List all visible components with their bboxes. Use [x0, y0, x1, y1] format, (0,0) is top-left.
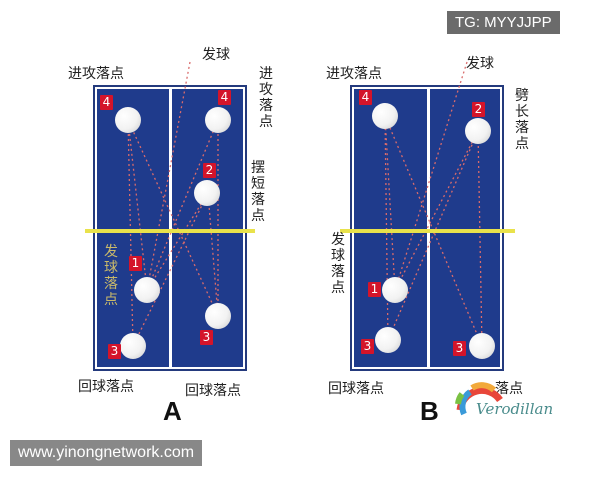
watermark-top: TG: MYYJJPP: [447, 11, 560, 34]
ball-a-1: [134, 277, 160, 303]
badge-a-2: 2: [203, 163, 216, 178]
net-b: [340, 229, 515, 233]
a-letter: A: [163, 396, 182, 426]
b-return-right-label: 落点: [495, 381, 523, 397]
badge-b-4: 4: [359, 90, 372, 105]
ball-a-4-right: [205, 107, 231, 133]
badge-a-3-right: 3: [200, 330, 213, 345]
a-attack-top-left-label: 进攻落点: [68, 66, 124, 82]
ball-b-3-right: [469, 333, 495, 359]
ball-b-2: [465, 118, 491, 144]
brand-name: Verodillan: [476, 400, 554, 418]
ball-a-2: [194, 180, 220, 206]
a-return-right-label: 回球落点: [185, 383, 241, 399]
b-serve-label: 发球: [466, 56, 494, 72]
a-short-label: 摆短落点: [251, 160, 265, 224]
ball-a-3-right: [205, 303, 231, 329]
a-attack-top-right-label: 进攻落点: [259, 66, 273, 130]
b-letter: B: [420, 396, 439, 426]
ball-b-1: [382, 277, 408, 303]
badge-a-4-right: 4: [218, 90, 231, 105]
brand-logo-icon: [455, 382, 503, 416]
b-return-left-label: 回球落点: [328, 381, 384, 397]
badge-b-3-right: 3: [453, 341, 466, 356]
badge-b-2: 2: [472, 102, 485, 117]
net-a: [85, 229, 255, 233]
table-a-center-line: [169, 89, 172, 367]
a-return-left-label: 回球落点: [78, 379, 134, 395]
a-serve-label: 发球: [202, 47, 230, 63]
badge-b-3-left: 3: [361, 339, 374, 354]
table-a: [93, 85, 247, 371]
badge-a-3-left: 3: [108, 344, 121, 359]
table-b-center-line: [427, 89, 430, 367]
badge-b-1: 1: [368, 282, 381, 297]
ball-a-3-left: [120, 333, 146, 359]
ball-b-3-left: [375, 327, 401, 353]
ball-b-4: [372, 103, 398, 129]
ball-a-4-left: [115, 107, 141, 133]
b-attack-top-left-label: 进攻落点: [326, 66, 382, 82]
b-serve-point-label: 发球落点: [331, 232, 345, 296]
watermark-bottom: www.yinongnetwork.com: [10, 440, 203, 466]
badge-a-4-left: 4: [100, 95, 113, 110]
b-long-label: 劈长落点: [515, 88, 529, 152]
a-serve-point-label: 发球落点: [104, 244, 118, 308]
badge-a-1: 1: [129, 256, 142, 271]
